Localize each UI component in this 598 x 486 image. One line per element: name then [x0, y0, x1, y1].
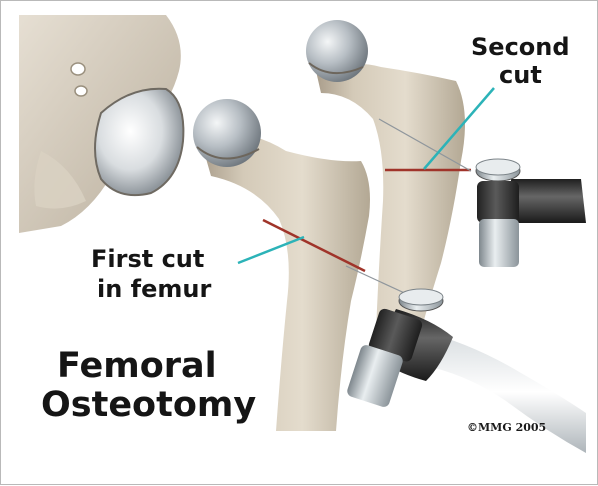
- pelvis-bone: [19, 15, 183, 233]
- second-cut-label-line-1: Second: [471, 35, 570, 59]
- first-cut-label-line-1: First cut: [91, 247, 211, 271]
- first-cut-label-line-2: in femur: [91, 277, 211, 301]
- saw-lower: [346, 289, 586, 453]
- diagram-title: Femoral Osteotomy: [41, 349, 256, 423]
- second-cut-label: Second cut: [471, 35, 570, 87]
- first-cut-label: First cut in femur: [91, 247, 211, 301]
- second-cut-label-line-2: cut: [471, 63, 570, 87]
- copyright-notice: ©MMG 2005: [467, 421, 546, 434]
- diagram-title-line-2: Osteotomy: [41, 388, 256, 423]
- saw-upper: [476, 159, 586, 267]
- diagram-title-line-1: Femoral: [41, 349, 256, 384]
